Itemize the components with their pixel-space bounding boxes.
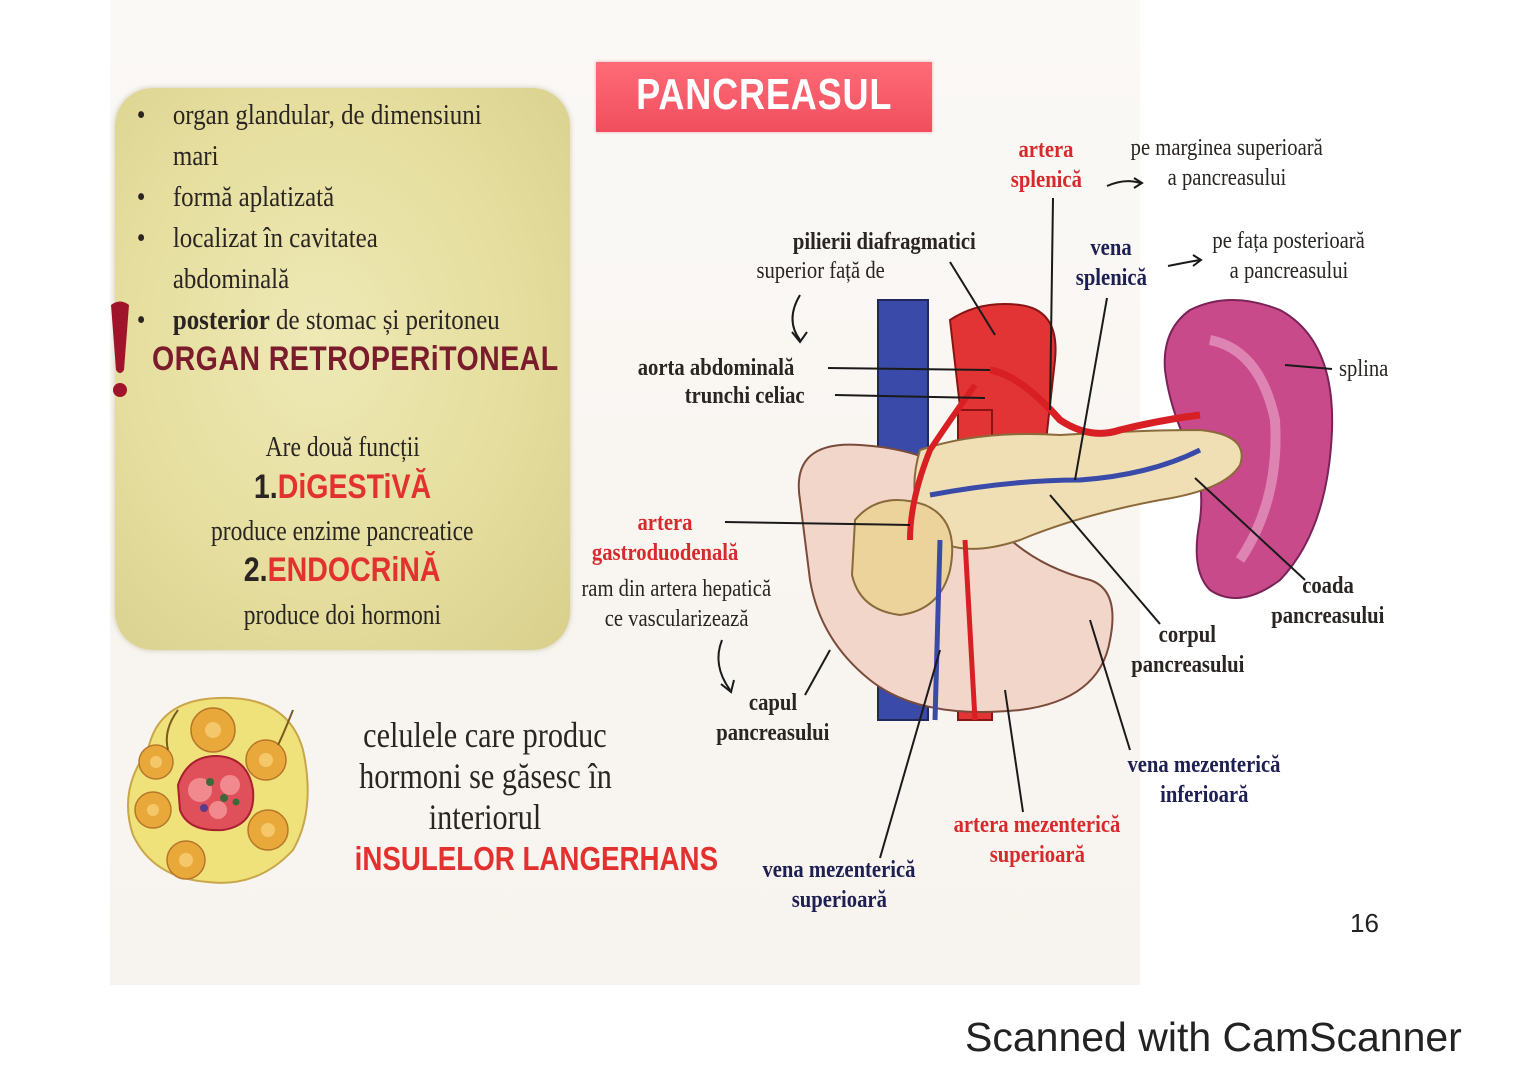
vena-splenica-note: pe fața posterioară a pancreasului: [1200, 226, 1377, 286]
function-2-heading: 2.ENDOCRiNĂ: [115, 551, 570, 590]
bullet-list: organ glandular, de dimensiuni mari form…: [135, 95, 513, 341]
spleen: [1163, 299, 1334, 599]
label-line: vena mezenterică: [762, 857, 916, 883]
vena-splenica-label: vena splenică: [1070, 233, 1153, 293]
label-line: trunchi celiac: [684, 383, 805, 409]
islet-caption: celulele care produc hormoni se găsesc î…: [320, 715, 718, 879]
label-line: pe fața posterioară: [1212, 228, 1365, 254]
islet-caption-line: hormoni se găsesc în: [358, 756, 612, 796]
artera-splenica-note: pe marginea superioară a pancreasului: [1115, 133, 1338, 193]
aorta-label: aorta abdominală: [625, 353, 807, 383]
superior-label: superior față de: [746, 256, 895, 286]
splina-label: splina: [1335, 354, 1392, 384]
trunchi-celiac-label: trunchi celiac: [675, 381, 814, 411]
label-line: pancreasului: [1271, 603, 1385, 629]
page-title-band: PANCREASUL: [596, 62, 932, 132]
label-line: aorta abdominală: [637, 355, 795, 381]
function-1-name: DiGESTiVĂ: [277, 468, 432, 506]
langerhans-islet-illustration: [127, 696, 309, 884]
function-1-desc: produce enzime pancreatice: [115, 516, 570, 548]
bullet-text: formă aplatizată: [172, 181, 335, 213]
bullet-continuation: mari: [135, 136, 513, 177]
capul-label: capul pancreasului: [707, 688, 839, 748]
islet-caption-line: interiorul: [428, 797, 542, 837]
bullet-text: mari: [172, 140, 219, 172]
bullet-item: posterior de stomac și peritoneu: [135, 300, 513, 341]
label-line: superioară: [791, 887, 887, 913]
label-line: artera mezenterică: [953, 812, 1121, 838]
warning-exclamation-icon: [111, 301, 129, 397]
label-line: pancreasului: [716, 720, 830, 746]
label-line: splina: [1339, 356, 1389, 382]
label-line: ce vascularizează: [604, 606, 749, 632]
bullet-item: organ glandular, de dimensiuni: [135, 95, 513, 136]
label-line: gastroduodenală: [591, 540, 739, 566]
label-line: superioară: [989, 842, 1085, 868]
bullet-text: abdominală: [172, 263, 290, 295]
ram-label: ram din artera hepatică ce vascularizeaz…: [566, 574, 787, 634]
function-2-number: 2.: [244, 551, 268, 589]
label-line: vena: [1090, 235, 1132, 261]
pancreas-head: [850, 499, 954, 617]
label-line: coada: [1301, 573, 1354, 599]
bullet-text: organ glandular, de dimensiuni: [172, 99, 482, 131]
page-title: PANCREASUL: [635, 70, 893, 119]
label-line: pe marginea superioară: [1130, 135, 1323, 161]
label-line: corpul: [1159, 622, 1217, 648]
bullet-text: localizat în cavitatea: [172, 222, 378, 254]
artera-mezenterica-superioara-label: artera mezenterică superioară: [940, 810, 1134, 870]
islets-of-langerhans-label: iNSULELOR LANGERHANS: [354, 840, 719, 877]
function-1-heading: 1.DiGESTiVĂ: [115, 468, 570, 507]
coada-label: coada pancreasului: [1262, 571, 1394, 631]
page-number: 16: [1350, 908, 1379, 938]
corpul-label: corpul pancreasului: [1122, 620, 1254, 680]
islet-caption-line: celulele care produc: [363, 715, 607, 755]
bullet-continuation: abdominală: [135, 259, 513, 300]
label-line: capul: [748, 690, 797, 716]
label-line: pancreasului: [1131, 652, 1245, 678]
label-line: artera: [637, 510, 693, 536]
label-line: pilierii diafragmatici: [792, 229, 976, 255]
bullet-text: de stomac și peritoneu: [269, 304, 500, 336]
gastroduodenala-label: artera gastroduodenală: [580, 508, 750, 568]
vena-mezenterica-superioara-label: vena mezenterică superioară: [750, 855, 928, 915]
artera-splenica-label: artera splenică: [1005, 135, 1088, 195]
label-line: a pancreasului: [1229, 258, 1348, 284]
label-line: superior față de: [756, 258, 885, 284]
function-2-name: ENDOCRiNĂ: [267, 551, 441, 589]
label-line: inferioară: [1159, 782, 1249, 808]
label-line: ram din artera hepatică: [581, 576, 772, 602]
vena-mezenterica-inferioara-label: vena mezenterică inferioară: [1115, 750, 1293, 810]
function-2-desc: produce doi hormoni: [115, 600, 570, 632]
camscanner-watermark: Scanned with CamScanner: [965, 1014, 1462, 1060]
retroperitoneal-heading: ORGAN RETROPERiTONEAL: [152, 340, 559, 378]
functions-intro-text: Are două funcții: [265, 432, 420, 463]
bullet-bold: posterior: [172, 304, 270, 336]
function-1-desc-text: produce enzime pancreatice: [211, 516, 474, 547]
label-line: vena mezenterică: [1127, 752, 1281, 778]
bullet-item: localizat în cavitatea: [135, 218, 513, 259]
functions-intro: Are două funcții: [115, 432, 570, 464]
function-2-desc-text: produce doi hormoni: [243, 600, 442, 631]
pancreas-anatomy-illustration: [797, 299, 1334, 721]
function-1-number: 1.: [253, 468, 278, 506]
label-line: splenică: [1075, 265, 1147, 291]
label-line: splenică: [1010, 167, 1082, 193]
label-line: artera: [1018, 137, 1074, 163]
pilierii-label: pilierii diafragmatici: [778, 227, 991, 257]
label-line: a pancreasului: [1167, 165, 1287, 191]
bullet-item: formă aplatizată: [135, 177, 513, 218]
